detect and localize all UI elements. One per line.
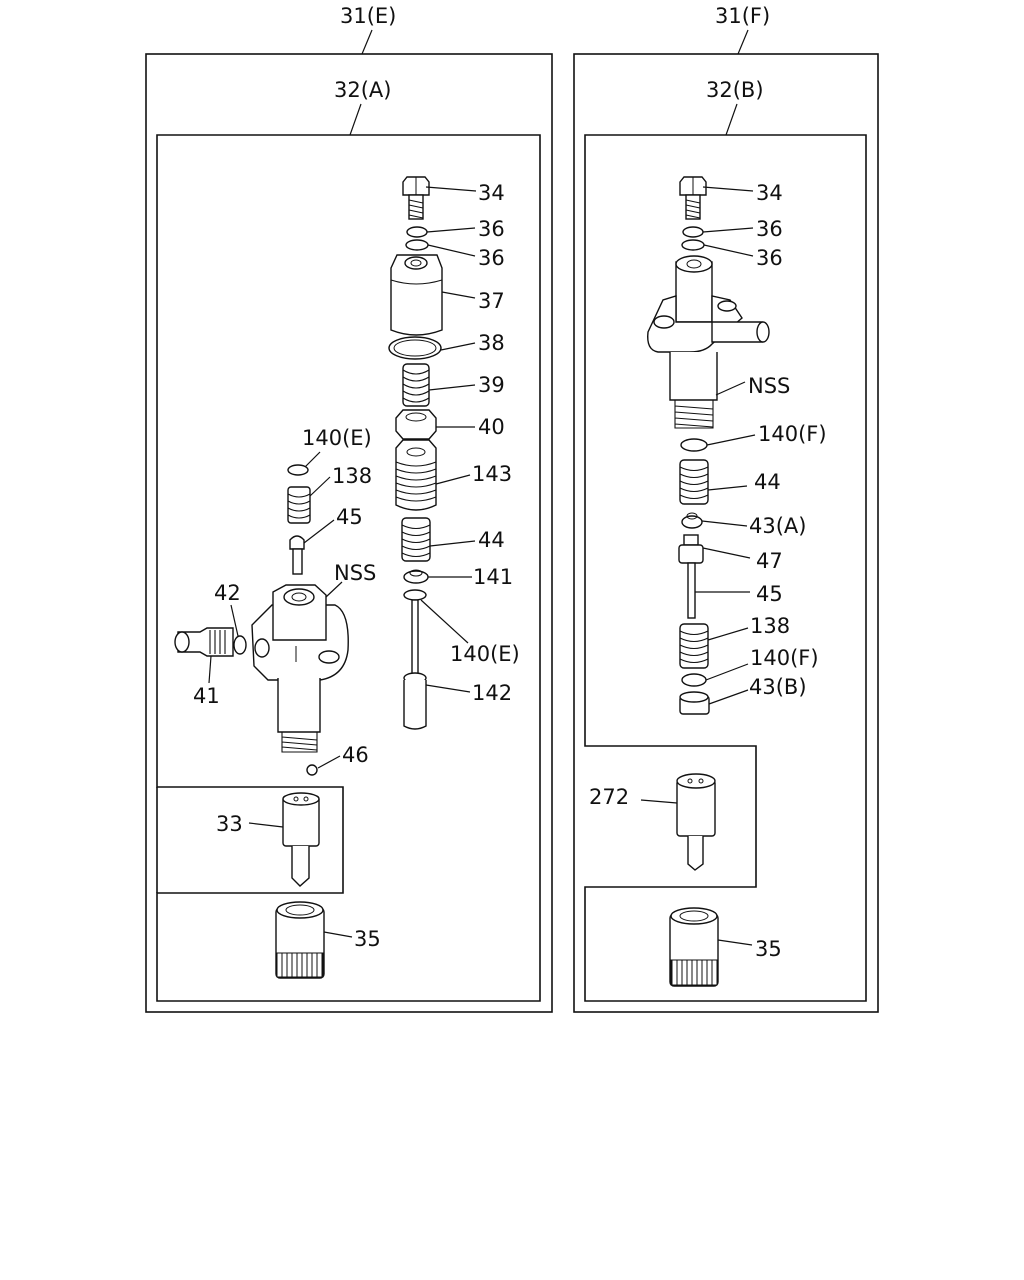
part-46-pin	[306, 764, 318, 776]
part-40-nut	[395, 409, 437, 440]
part-36-washer-a	[406, 226, 428, 238]
part-45-push-rod	[687, 562, 696, 619]
callout-138: 138	[750, 614, 790, 638]
callout-36: 36	[756, 217, 783, 241]
assembly-right-frame	[573, 53, 879, 1013]
part-nss-holder-left	[251, 584, 349, 753]
callout-43a: 43(A)	[749, 514, 806, 538]
callout-272: 272	[589, 785, 629, 809]
part-36-washer-a	[682, 226, 704, 238]
part-34-bolt	[679, 176, 707, 220]
part-34-bolt	[402, 176, 430, 220]
leader-lines-right	[640, 186, 756, 946]
callout-36: 36	[478, 246, 505, 270]
part-140f-shim-b	[681, 673, 707, 687]
callout-140e: 140(E)	[450, 642, 520, 666]
callout-138: 138	[332, 464, 372, 488]
part-nss-holder-right	[647, 255, 770, 429]
callout-35: 35	[354, 927, 381, 951]
part-42-washer	[233, 635, 247, 655]
part-35-retaining-nut-right	[669, 907, 719, 987]
callout-44: 44	[754, 470, 781, 494]
assembly-31e: 31(E) 32(A)	[145, 4, 553, 1013]
part-33-nozzle	[282, 792, 320, 887]
part-138-spring	[287, 486, 311, 524]
part-47-spring-seat	[678, 534, 704, 564]
callout-45: 45	[756, 582, 783, 606]
callout-45: 45	[336, 505, 363, 529]
part-41-inlet-fitting	[174, 627, 234, 657]
callout-36: 36	[478, 217, 505, 241]
part-43b-spacer	[679, 691, 710, 715]
callout-140e: 140(E)	[302, 426, 372, 450]
callout-41: 41	[193, 684, 220, 708]
part-37-cap	[390, 254, 443, 336]
callout-33: 33	[216, 812, 243, 836]
part-142-push-rod	[403, 599, 427, 730]
part-44-spring	[401, 517, 431, 562]
part-140e-shim-b	[403, 589, 427, 601]
part-36-washer-b	[405, 239, 429, 251]
callout-42: 42	[214, 581, 241, 605]
part-38-o-ring	[388, 336, 442, 360]
callout-140f: 140(F)	[758, 422, 827, 446]
callout-36: 36	[756, 246, 783, 270]
subassembly-right-frame	[584, 134, 867, 1002]
callout-38: 38	[478, 331, 505, 355]
callout-40: 40	[478, 415, 505, 439]
callout-nss: NSS	[748, 374, 790, 398]
part-140e-shim-a	[287, 464, 309, 476]
part-45-pin	[289, 535, 305, 575]
subassembly-left-header: 32(A)	[334, 78, 391, 102]
part-140f-shim-a	[680, 438, 708, 452]
callout-34: 34	[756, 181, 783, 205]
callout-143: 143	[472, 462, 512, 486]
leader-lines-left	[208, 186, 477, 938]
callout-141: 141	[473, 565, 513, 589]
part-43a-spacer	[681, 512, 703, 529]
part-44-spring	[679, 459, 709, 505]
part-36-washer-b	[681, 239, 705, 251]
callout-44: 44	[478, 528, 505, 552]
callout-142: 142	[472, 681, 512, 705]
subassembly-right-header: 32(B)	[706, 78, 764, 102]
part-39-spring	[402, 363, 430, 407]
callout-39: 39	[478, 373, 505, 397]
callout-35: 35	[755, 937, 782, 961]
assembly-right-header: 31(F)	[715, 4, 770, 28]
callout-37: 37	[478, 289, 505, 313]
assembly-31f: 31(F) 32(B)	[573, 4, 879, 1013]
assembly-left-frame	[145, 53, 553, 1013]
part-143-sleeve	[395, 439, 437, 511]
part-138-spring	[679, 623, 709, 669]
callout-nss: NSS	[334, 561, 376, 585]
callout-43b: 43(B)	[749, 675, 807, 699]
callout-34: 34	[478, 181, 505, 205]
part-141-seat	[403, 570, 429, 584]
callout-47: 47	[756, 549, 783, 573]
callout-46: 46	[342, 743, 369, 767]
assembly-left-header: 31(E)	[340, 4, 396, 28]
callout-140f: 140(F)	[750, 646, 819, 670]
part-272-nozzle	[676, 773, 716, 871]
part-35-retaining-nut-left	[275, 901, 325, 979]
